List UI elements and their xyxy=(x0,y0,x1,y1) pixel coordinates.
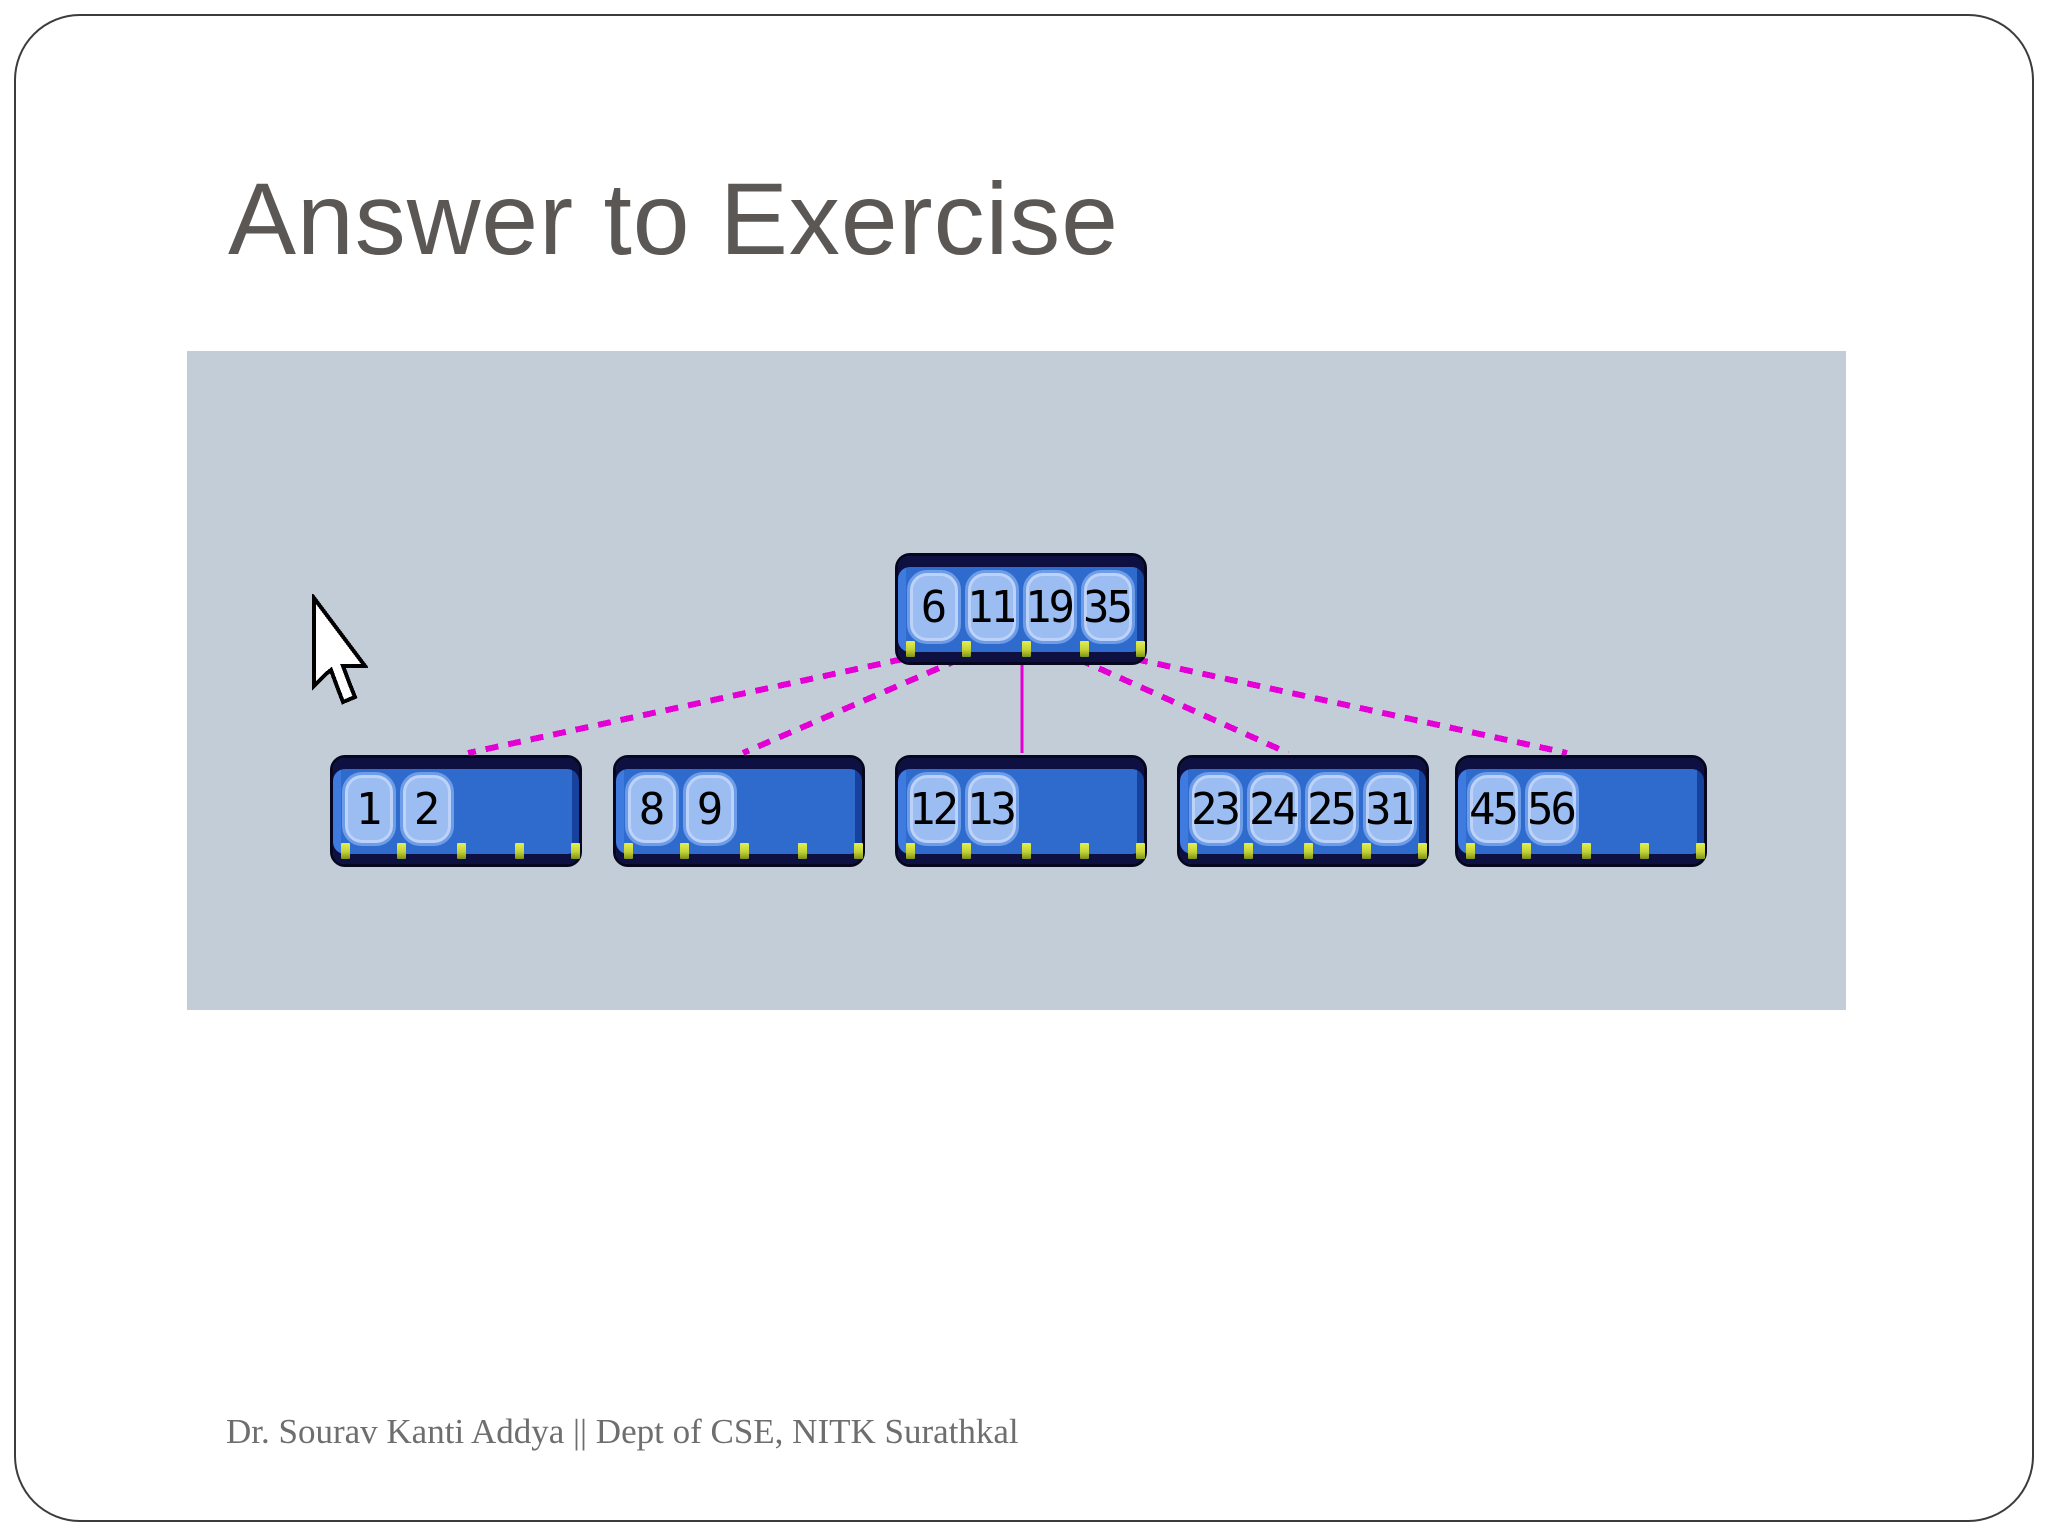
pointer-tick xyxy=(1582,843,1591,859)
pointer-tick xyxy=(1418,843,1427,859)
pointer-tick xyxy=(798,843,807,859)
pointer-tick xyxy=(854,843,863,859)
pointer-tick xyxy=(740,843,749,859)
pointer-tick xyxy=(1136,843,1145,859)
edge-root-leaf2 xyxy=(741,656,962,756)
key-cell: 11 xyxy=(965,570,1019,644)
pointer-tick xyxy=(906,641,915,657)
footer-credit: Dr. Sourav Kanti Addya || Dept of CSE, N… xyxy=(226,1412,1019,1451)
key-cell: 24 xyxy=(1247,772,1301,846)
pointer-tick xyxy=(1696,843,1705,859)
key-cell: 2 xyxy=(400,772,454,846)
pointer-tick xyxy=(624,843,633,859)
pointer-tick xyxy=(457,843,466,859)
pointer-tick xyxy=(1022,641,1031,657)
edge-root-leaf5 xyxy=(1134,656,1568,756)
btree-leaf-node-5: 45 56 xyxy=(1455,755,1707,867)
pointer-tick xyxy=(1188,843,1197,859)
edge-root-leaf4 xyxy=(1076,656,1290,756)
key-cell: 8 xyxy=(625,772,679,846)
btree-visualization-panel: 6 11 19 35 1 2 8 9 xyxy=(187,351,1846,1010)
edge-root-leaf1 xyxy=(467,656,904,756)
pointer-tick xyxy=(680,843,689,859)
pointer-tick xyxy=(1466,843,1475,859)
pointer-tick xyxy=(1362,843,1371,859)
pointer-tick xyxy=(1080,641,1089,657)
pointer-tick xyxy=(1022,843,1031,859)
pointer-tick xyxy=(1522,843,1531,859)
btree-root-node: 6 11 19 35 xyxy=(895,553,1147,665)
key-cell: 1 xyxy=(342,772,396,846)
pointer-tick xyxy=(1136,641,1145,657)
mouse-cursor-icon xyxy=(312,594,368,705)
btree-leaf-node-2: 8 9 xyxy=(613,755,865,867)
page-title: Answer to Exercise xyxy=(228,162,1119,276)
key-cell: 31 xyxy=(1363,772,1417,846)
key-cell: 9 xyxy=(683,772,737,846)
key-cell: 23 xyxy=(1189,772,1243,846)
btree-leaf-node-1: 1 2 xyxy=(330,755,582,867)
key-cell: 6 xyxy=(907,570,961,644)
key-cell: 45 xyxy=(1467,772,1521,846)
key-cell: 13 xyxy=(965,772,1019,846)
pointer-tick xyxy=(962,641,971,657)
pointer-tick xyxy=(962,843,971,859)
key-cell: 35 xyxy=(1081,570,1135,644)
key-cell: 56 xyxy=(1525,772,1579,846)
key-cell: 25 xyxy=(1305,772,1359,846)
pointer-tick xyxy=(515,843,524,859)
pointer-tick xyxy=(1304,843,1313,859)
pointer-tick xyxy=(571,843,580,859)
pointer-tick xyxy=(1640,843,1649,859)
key-cell: 12 xyxy=(907,772,961,846)
btree-leaf-node-4: 23 24 25 31 xyxy=(1177,755,1429,867)
pointer-tick xyxy=(341,843,350,859)
key-cell: 19 xyxy=(1023,570,1077,644)
tree-edges xyxy=(467,656,1568,756)
pointer-tick xyxy=(1080,843,1089,859)
pointer-tick xyxy=(906,843,915,859)
pointer-tick xyxy=(397,843,406,859)
btree-leaf-node-3: 12 13 xyxy=(895,755,1147,867)
pointer-tick xyxy=(1244,843,1253,859)
